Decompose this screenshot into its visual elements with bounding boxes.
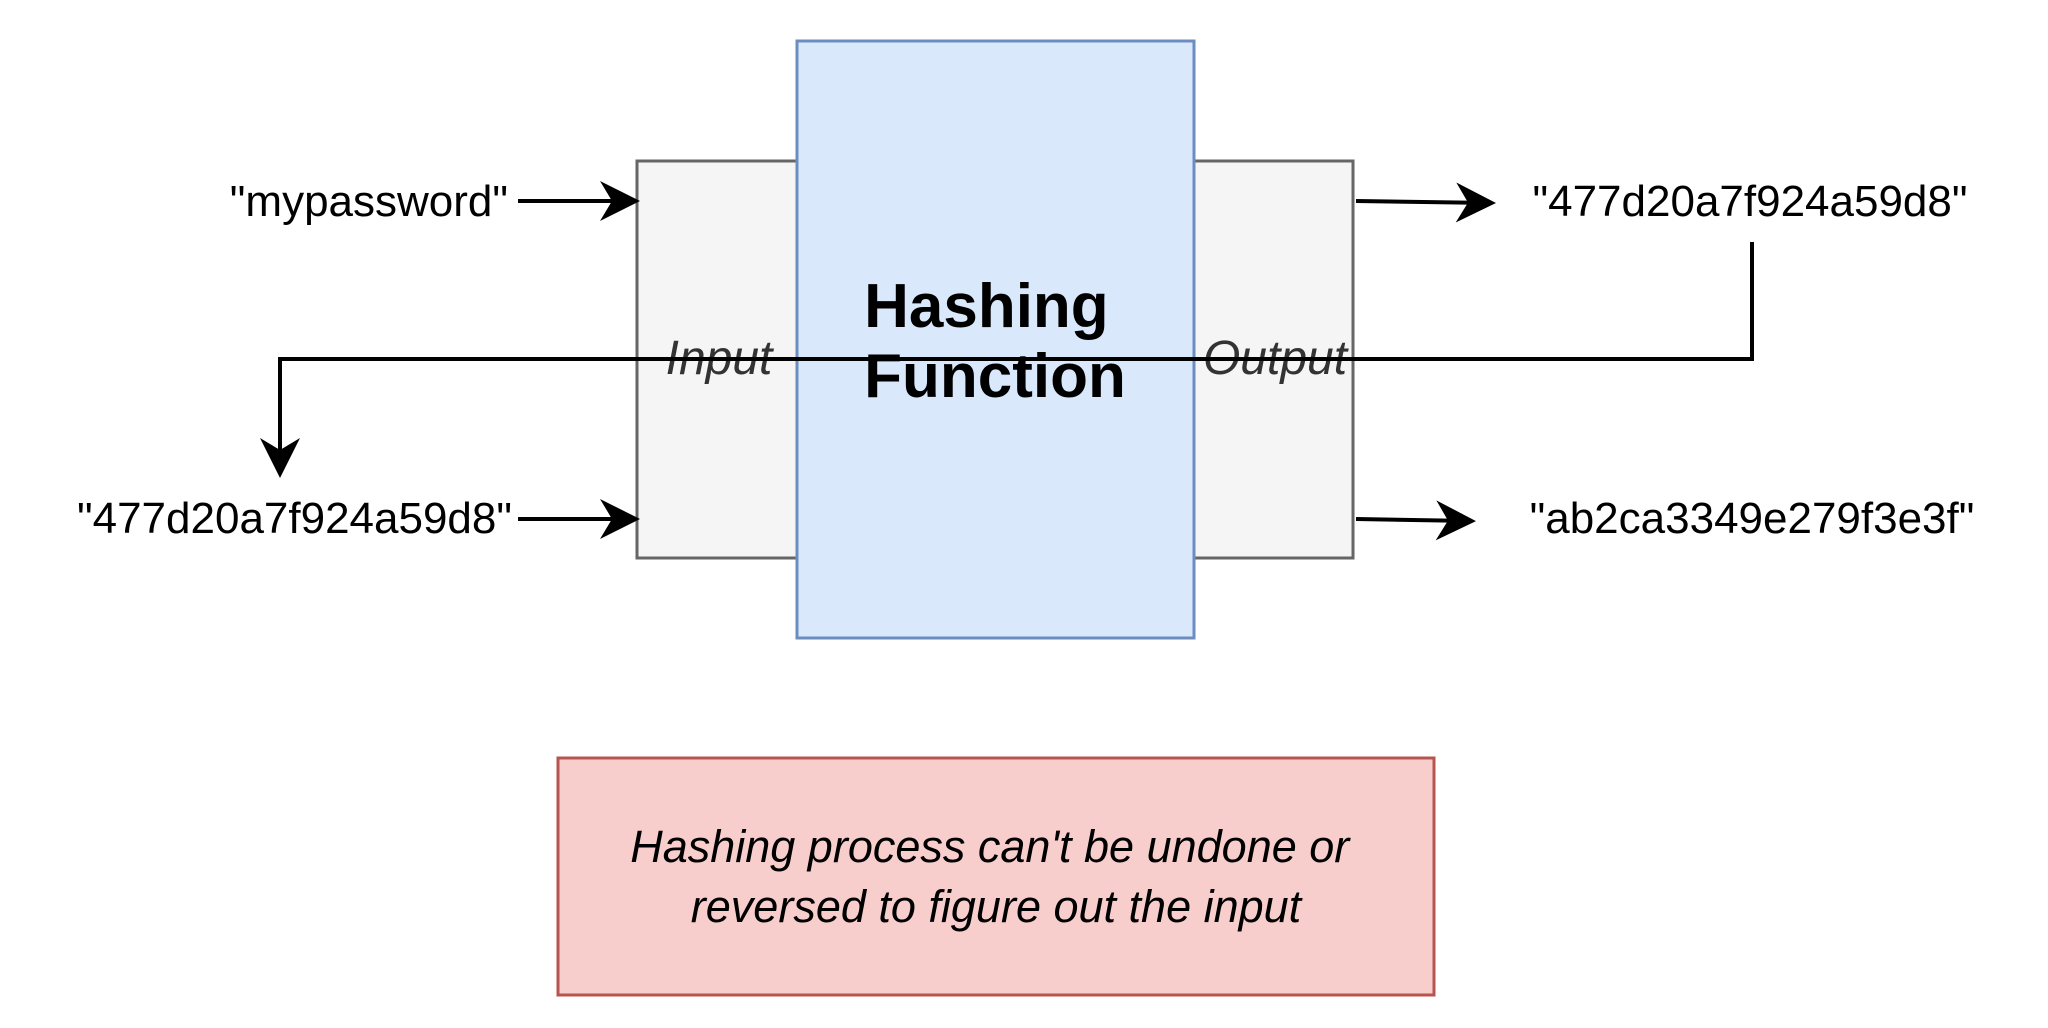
input-hash-text: "477d20a7f924a59d8" xyxy=(77,494,512,543)
arrow-output-to-hash-1 xyxy=(1355,182,1496,223)
note-text: Hashing process can't be undone or rever… xyxy=(630,821,1362,932)
output-hash-1-text: "477d20a7f924a59d8" xyxy=(1533,177,1968,226)
arrow-output-to-hash-2 xyxy=(1355,500,1476,541)
note-line2: reversed to figure out the input xyxy=(691,881,1304,932)
feedback-connector xyxy=(260,242,1754,478)
hashing-function-label: Hashing Function xyxy=(864,272,1126,411)
hashing-function-box xyxy=(795,39,1196,640)
note-line1: Hashing process can't be undone or xyxy=(630,821,1351,872)
function-label-line1: Hashing xyxy=(864,272,1109,341)
input-password-text: "mypassword" xyxy=(230,177,508,226)
function-label-line2: Function xyxy=(864,342,1126,411)
output-hash-2-text: "ab2ca3349e279f3e3f" xyxy=(1530,494,1975,543)
note-box xyxy=(556,756,1436,997)
